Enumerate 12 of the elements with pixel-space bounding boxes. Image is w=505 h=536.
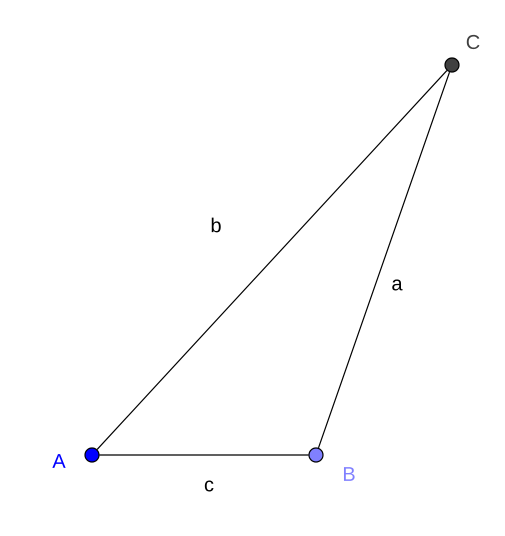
- line-segment: [96, 70, 448, 450]
- point: [308, 447, 324, 463]
- line-segment: [100, 454, 308, 456]
- point-label: B: [344, 467, 355, 481]
- edge-label: c: [204, 480, 214, 492]
- point-label: C: [466, 34, 480, 50]
- line-segment: [318, 72, 450, 448]
- point: [84, 447, 100, 463]
- edge-label: b: [212, 218, 221, 232]
- point: [444, 57, 460, 73]
- point-label: A: [52, 454, 66, 468]
- edge-label: a: [392, 280, 403, 290]
